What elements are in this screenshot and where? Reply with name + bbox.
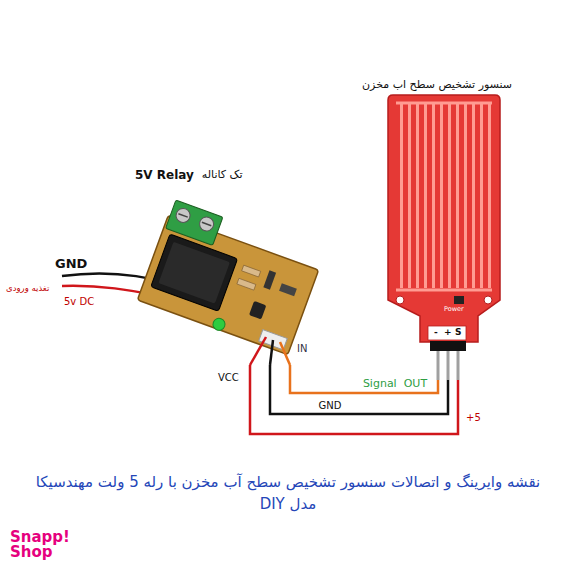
in-wire-stub [280, 342, 290, 365]
wire-label: Signal OUT [361, 378, 429, 390]
relay-module-box: 5V Relay تک کاناله [130, 166, 320, 365]
supply-note: تغذیه ورودی [6, 283, 49, 293]
supply-gnd-label: GND [55, 256, 87, 272]
vcc-wire-stub [250, 337, 266, 365]
wire-connector [250, 365, 458, 434]
pin-name: S [455, 327, 461, 338]
pin-name: + [444, 327, 452, 338]
pin-name: IN [297, 343, 307, 355]
supply-voltage: 5v DC [64, 296, 94, 308]
pin-name: - [434, 327, 438, 338]
power-marking: Power [444, 306, 464, 314]
wire-connector [290, 365, 438, 393]
pin-name: VCC [218, 372, 239, 384]
wire-label: +5 [464, 412, 483, 424]
wire-connector [270, 365, 448, 414]
relay-module [137, 199, 324, 355]
node-subtitle: تک کاناله [202, 168, 243, 181]
watermark: Snapp! Shop [10, 530, 72, 560]
gnd-wire-stub [270, 340, 273, 365]
water-level-sensor [388, 95, 500, 380]
node-title: 5V Relay [135, 168, 194, 182]
wire-label: GND [317, 400, 344, 412]
caption: نقشه وایرینگ و اتصالات سنسور تشخیص سطح آ… [30, 472, 546, 516]
node-title: سنسور تشخیص سطح اب مخزن [362, 78, 512, 91]
